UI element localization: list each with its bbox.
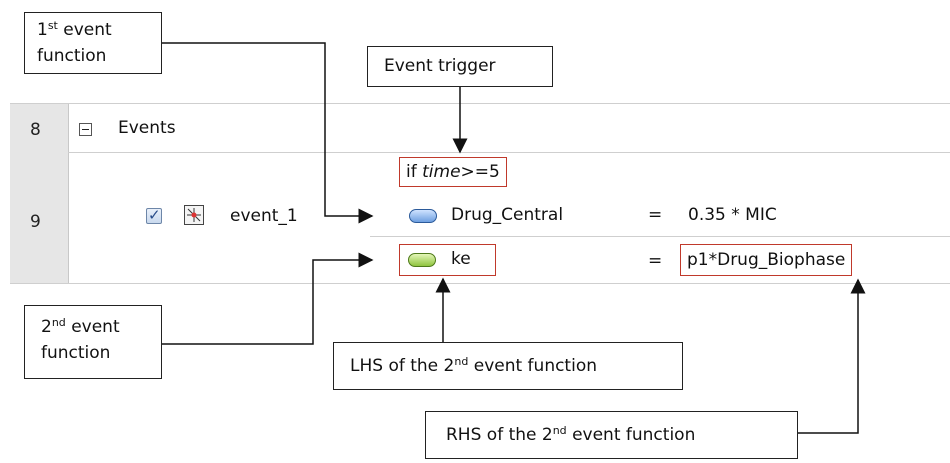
callout-lhs: LHS of the 2nd event function [333,342,683,390]
trigger-prefix: if [406,162,423,182]
collapse-icon[interactable] [79,123,92,136]
function-2-rhs[interactable]: p1*Drug_Biophase [680,244,853,276]
event-name[interactable]: event_1 [230,206,298,226]
function-1-rhs[interactable]: 0.35 * MIC [688,205,777,225]
row-number-8: 8 [30,120,41,140]
callout-rhs: RHS of the 2nd event function [425,411,798,459]
callout-second-event-function: 2nd event function [24,305,162,379]
events-label: Events [118,118,176,138]
function-1-lhs[interactable]: Drug_Central [451,205,564,225]
arrow-rhs [798,278,866,434]
row-divider-top [10,103,950,104]
function-2-equals: = [648,251,663,271]
callout-first-event-line1: 1st event [37,19,112,40]
row-divider-func1 [370,236,950,237]
row-divider-events [68,152,950,153]
callout-first-event-line2: function [37,46,107,66]
callout-second-event-line1: 2nd event [41,316,120,337]
function-2-lhs-box[interactable]: ke [399,244,496,276]
function-2-lhs: ke [451,249,471,269]
trigger-condition: >=5 [460,162,500,182]
function-1-equals: = [648,205,663,225]
row-number-9: 9 [30,212,41,232]
arrow-second-event [162,252,374,345]
species-pill-icon [409,209,437,223]
trigger-variable: time [422,162,461,182]
callout-first-event-function: 1st event function [24,12,162,74]
parameter-pill-icon [408,253,436,267]
row-number-column [10,103,69,283]
event-trigger-cell[interactable]: if time>=5 [399,157,507,187]
row-divider-bottom [10,283,950,284]
event-icon [184,205,204,225]
arrow-first-event [162,42,374,224]
callout-second-event-line2: function [41,343,111,363]
checkbox-icon[interactable] [146,206,162,224]
callout-event-trigger: Event trigger [367,46,553,87]
